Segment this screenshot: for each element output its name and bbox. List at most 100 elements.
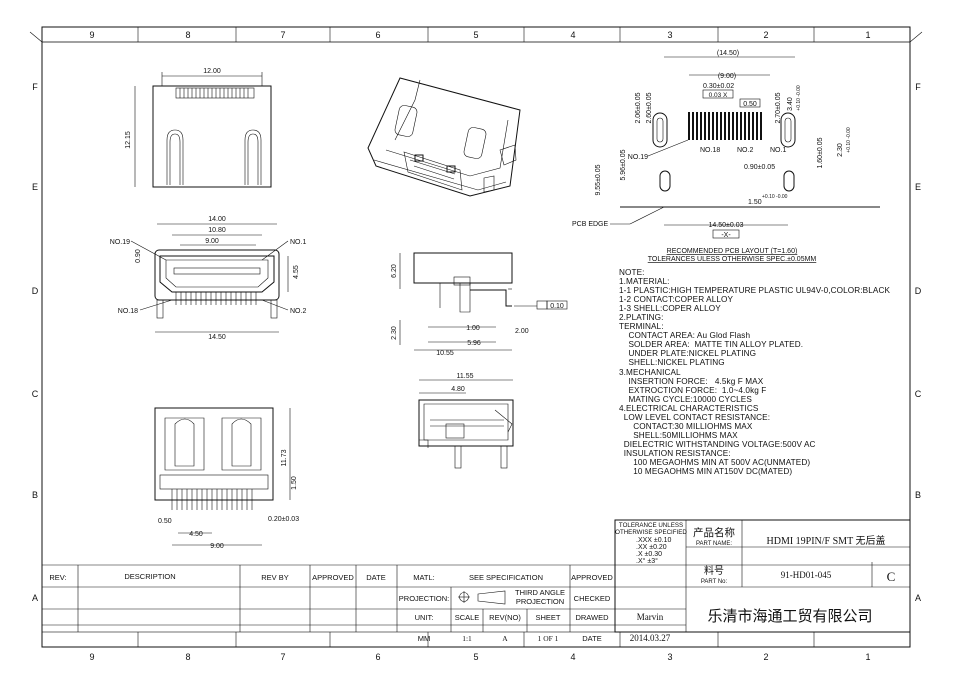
pcb-no1-label: NO.1 xyxy=(770,147,786,154)
date-label: DATE xyxy=(366,573,385,582)
part-name-cn: 产品名称 xyxy=(693,526,735,539)
note-line: 1.MATERIAL: xyxy=(619,277,670,287)
revno-label: REV(NO) xyxy=(489,613,521,622)
col-marker-7-bottom: 7 xyxy=(280,652,285,662)
row-marker-a-right: A xyxy=(915,593,921,603)
rev-label: REV: xyxy=(49,573,66,582)
row-marker-c: C xyxy=(32,389,39,399)
scale-label: SCALE xyxy=(455,613,480,622)
note-line: MATING CYCLE:10000 CYCLES xyxy=(619,394,752,404)
dim-bot-050: 0.50 xyxy=(158,518,172,525)
dim-pcb-160: 1.60±0.05 xyxy=(817,137,824,168)
col-marker-4: 4 xyxy=(570,30,575,40)
unit-label: UNIT: xyxy=(415,613,434,622)
dim-side-596: 5.96 xyxy=(467,340,481,347)
dim-pcb-340-tol: +0.10 -0.00 xyxy=(796,85,802,111)
dim-pcb-030: 0.30±0.02 xyxy=(703,83,734,90)
pcb-no19-label: NO.19 xyxy=(628,154,648,161)
dim-sec-1155: 11.55 xyxy=(457,373,474,380)
col-marker-3-bottom: 3 xyxy=(667,652,672,662)
sheet-value: 1 OF 1 xyxy=(538,634,559,643)
third-angle-projection-symbol xyxy=(458,590,506,605)
dim-pcb-270: 2.70±0.05 xyxy=(775,92,782,123)
col-marker-6-bottom: 6 xyxy=(375,652,380,662)
part-no: 91-HD01-045 xyxy=(781,570,832,580)
part-no-label: PART No: xyxy=(701,579,728,585)
note-line: 1-1 PLASTIC:HIGH TEMPERATURE PLASTIC UL9… xyxy=(619,286,891,296)
dim-side-1055: 10.55 xyxy=(436,350,454,357)
dim-pcb-260: 2.60±0.05 xyxy=(646,92,653,123)
col-marker-2-bottom: 2 xyxy=(763,652,768,662)
tolerance-title-1: TOLERANCE UNLESS xyxy=(619,522,683,529)
note-line: UNDER PLATE:NICKEL PLATING xyxy=(619,349,757,359)
dim-front-1450: 14.50 xyxy=(208,334,226,341)
note-line: SHELL:50MILLIOHMS MAX xyxy=(619,430,738,440)
note-line: 1-2 CONTACT:COPER ALLOY xyxy=(619,295,734,305)
dim-side-100: 1.00 xyxy=(466,325,480,332)
dim-front-1080: 10.80 xyxy=(208,227,226,234)
dim-side-620: 6.20 xyxy=(391,264,398,278)
note-line: INSULATION RESISTANCE: xyxy=(619,448,731,458)
note-line: NOTE: xyxy=(619,268,645,277)
dim-pcb-1450b: 14.50±0.03 xyxy=(709,222,744,229)
bottom-view: 11.73 1.50 0.50 0.20±0.03 4.50 9.00 xyxy=(154,407,299,550)
pin-1-label: NO.1 xyxy=(290,239,306,246)
col-marker-7: 7 xyxy=(280,30,285,40)
col-marker-1: 1 xyxy=(865,30,870,40)
side-view: 6.20 2.30 1.00 5.96 2.00 10.55 0.10 xyxy=(391,252,568,357)
dim-front-9: 9.00 xyxy=(205,238,219,245)
dim-bot-1173: 11.73 xyxy=(281,449,288,466)
tolerance-title-2: OTHERWISE SPECIFIED xyxy=(615,529,687,536)
revno-value: A xyxy=(502,634,508,643)
dim-bot-900: 9.00 xyxy=(210,543,224,550)
note-line: 10 MEGAOHMS MIN AT150V DC(MATED) xyxy=(619,467,793,477)
sheet-label: SHEET xyxy=(535,613,560,622)
dim-pcb-340: 3.40 xyxy=(787,97,794,111)
pin-18-label: NO.18 xyxy=(118,308,138,315)
note-line: EXTROCTION FORCE: 1.0~4.0kg F xyxy=(619,385,767,395)
col-marker-6: 6 xyxy=(375,30,380,40)
note-line: 4.ELECTRICAL CHARACTERISTICS xyxy=(619,403,759,413)
projection-value-2: PROJECTION xyxy=(516,597,564,606)
dim-side-230: 2.30 xyxy=(391,326,398,340)
dim-top-width: 12.00 xyxy=(203,68,221,75)
pcb-title: RECOMMENDED PCB LAYOUT (T=1.60) xyxy=(667,248,798,255)
tolerance-xxx: .XXX ±0.10 xyxy=(636,537,671,544)
dim-pcb-596: 5.96±0.05 xyxy=(620,149,627,180)
dim-pcb-900: (9.00) xyxy=(718,73,736,80)
row-marker-b-right: B xyxy=(915,490,921,500)
row-marker-e: E xyxy=(32,182,38,192)
pcb-no2-label: NO.2 xyxy=(737,147,753,154)
scale-value: 1:1 xyxy=(462,634,472,643)
dim-pcb-090: 0.90±0.05 xyxy=(744,164,775,171)
matl-label: MATL: xyxy=(413,573,435,582)
note-line: 2.PLATING: xyxy=(619,313,664,323)
note-line: CONTACT AREA: Au Glod Flash xyxy=(619,331,751,341)
rev-by-label: REV BY xyxy=(261,573,289,582)
col-marker-2: 2 xyxy=(763,30,768,40)
pcb-layout: (14.50) (9.00) 0.30±0.02 0.03 X 0.50 2.0… xyxy=(572,50,880,263)
date-label-2: DATE xyxy=(582,634,601,643)
notes-block: NOTE: 1.MATERIAL: 1-1 PLASTIC:HIGH TEMPE… xyxy=(619,268,919,476)
row-marker-a: A xyxy=(32,593,38,603)
dim-pcb-230: 2.30 xyxy=(837,143,844,157)
row-marker-c-right: C xyxy=(915,389,922,399)
pcb-no18-label: NO.18 xyxy=(700,147,720,154)
row-marker-b: B xyxy=(32,490,38,500)
col-marker-8-bottom: 8 xyxy=(185,652,190,662)
dim-front-14: 14.00 xyxy=(208,216,226,223)
row-marker-f: F xyxy=(32,82,38,92)
dim-front-455: 4.55 xyxy=(293,265,300,279)
row-marker-e-right: E xyxy=(915,182,921,192)
company-name: 乐清市海通工贸有限公司 xyxy=(707,608,872,625)
part-no-cn: 料号 xyxy=(704,564,724,577)
sheet-frame xyxy=(29,26,923,648)
dim-pcb-955: 9.55±0.05 xyxy=(595,164,602,195)
pcb-datum-x: -X- xyxy=(721,232,731,239)
row-marker-d-right: D xyxy=(915,286,922,296)
title-block: TOLERANCE UNLESS OTHERWISE SPECIFIED .XX… xyxy=(42,519,911,643)
dim-pcb-1450: (14.50) xyxy=(717,50,739,57)
row-marker-f-right: F xyxy=(915,82,921,92)
revision-letter: C xyxy=(887,569,896,584)
